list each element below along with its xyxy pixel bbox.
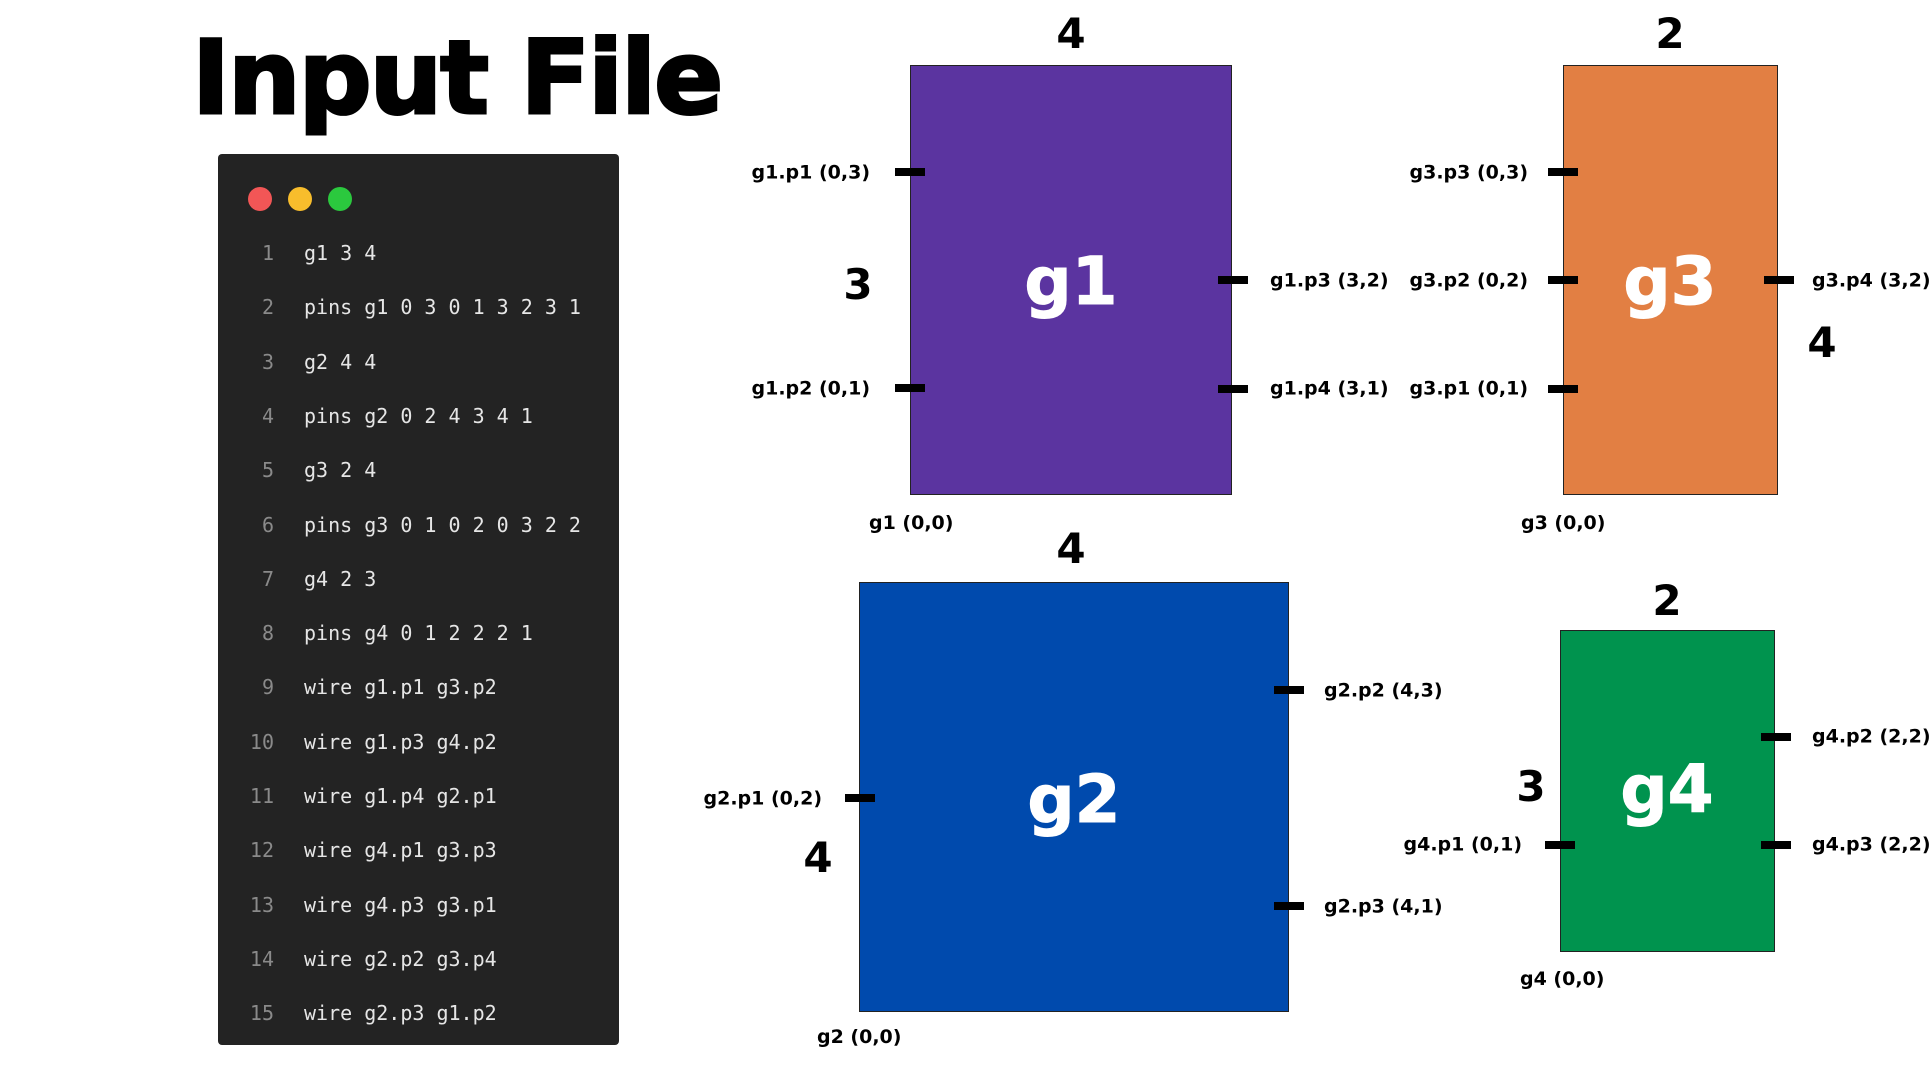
gate-g1 <box>910 65 1232 495</box>
gate-g3-origin-label: g3 (0,0) <box>1521 512 1606 534</box>
minimize-dot-icon[interactable] <box>288 187 312 211</box>
pin-g1-p3-label: g1.p3 (3,2) <box>1270 269 1389 292</box>
pin-g1-p3-tick <box>1218 276 1248 284</box>
line-code-text[interactable]: pins g1 0 3 0 1 3 2 3 1 <box>304 295 581 320</box>
gate-g3-label: g3 <box>1623 243 1717 320</box>
pin-g3-p1-label: g3.p1 (0,1) <box>1409 377 1529 400</box>
gate-g4-width-label: 2 <box>1652 576 1682 625</box>
code-line: 15 wire g2.p3 g1.p2 <box>218 998 619 1028</box>
code-line: 3 g2 4 4 <box>218 347 619 377</box>
pin-g1-p1-tick <box>895 168 925 176</box>
line-number: 12 <box>249 838 274 863</box>
pin-g3-p3-tick <box>1548 168 1578 176</box>
line-code-text[interactable]: pins g3 0 1 0 2 0 3 2 2 <box>304 512 581 537</box>
pin-g3-p1-tick <box>1548 385 1578 393</box>
pin-g1-p4-tick <box>1218 385 1248 393</box>
pin-g3p4-label: g3.p4 (3,2) <box>1812 269 1931 292</box>
line-code-text[interactable]: g1 3 4 <box>304 241 377 265</box>
line-number: 5 <box>261 458 274 483</box>
line-number: 10 <box>249 729 274 754</box>
code-line: 2 pins g1 0 3 0 1 3 2 3 1 <box>218 292 619 322</box>
code-line: 6 pins g3 0 1 0 2 0 3 2 2 <box>218 510 619 540</box>
code-line: 7 g4 2 3 <box>218 564 619 594</box>
line-code-text[interactable]: pins g2 0 2 4 3 4 1 <box>304 403 533 428</box>
gate-g1-height-label: 3 <box>843 260 873 309</box>
pin-g3-p2-label: g3.p2 (0,2) <box>1409 269 1529 292</box>
line-number: 4 <box>261 403 274 428</box>
line-code-text[interactable]: wire g1.p1 g3.p2 <box>304 675 497 700</box>
gate-g4-origin-label: g4 (0,0) <box>1520 968 1605 990</box>
code-line: 10 wire g1.p3 g4.p2 <box>218 727 619 757</box>
line-code-text[interactable]: wire g1.p4 g2.p1 <box>304 784 497 808</box>
line-code-text[interactable]: wire g2.p2 g3.p4 <box>304 946 497 971</box>
code-line: 14 wire g2.p2 g3.p4 <box>218 944 619 974</box>
line-number: 6 <box>261 512 274 537</box>
line-number: 15 <box>249 1001 274 1026</box>
line-number: 9 <box>261 675 274 700</box>
code-line: 11 wire g1.p4 g2.p1 <box>218 781 619 811</box>
window-controls <box>248 187 352 211</box>
pin-g2-p1-label: g2.p1 (0,2) <box>703 787 823 810</box>
line-code-text[interactable]: wire g1.p3 g4.p2 <box>304 729 497 754</box>
line-number: 3 <box>261 349 274 374</box>
code-line: 1 g1 3 4 <box>218 238 619 268</box>
code-line: 13 wire g4.p3 g3.p1 <box>218 890 619 920</box>
gate-g4 <box>1560 630 1775 952</box>
gate-g2-width-label: 4 <box>1056 524 1086 573</box>
maximize-dot-icon[interactable] <box>328 187 352 211</box>
pin-g1-p1-label: g1.p1 (0,3) <box>751 161 871 184</box>
pin-g4-p2-tick <box>1761 733 1791 741</box>
line-number: 13 <box>249 892 274 917</box>
pin-g2-p2-tick <box>1274 686 1304 694</box>
line-number: 11 <box>249 784 274 808</box>
gate-g1-origin-label: g1 (0,0) <box>869 512 954 534</box>
pin-g4-p3-label: g4.p3 (2,2) <box>1812 833 1931 856</box>
line-code-text[interactable]: g4 2 3 <box>304 566 377 591</box>
gate-g1-label: g1 <box>1024 243 1118 320</box>
gate-g4-height-label: 3 <box>1516 762 1546 811</box>
pin-g4-p3-tick <box>1761 841 1791 849</box>
code-line: 5 g3 2 4 <box>218 455 619 485</box>
line-number: 1 <box>261 241 274 265</box>
pin-g4-p1-label: g4.p1 (0,1) <box>1403 833 1523 856</box>
pin-g3-p2-tick <box>1548 276 1578 284</box>
page-title: Input File <box>190 19 724 138</box>
line-code-text[interactable]: wire g4.p1 g3.p3 <box>304 838 497 863</box>
pin-g3-p4-tick <box>1764 276 1794 284</box>
pin-g4-p2-label: g4.p2 (2,2) <box>1812 725 1931 748</box>
code-line: 12 wire g4.p1 g3.p3 <box>218 835 619 865</box>
pin-g3-p3-label: g3.p3 (0,3) <box>1409 161 1529 184</box>
gate-g2-height-label: 4 <box>803 833 833 882</box>
pin-g1-p2-tick <box>895 384 925 392</box>
line-code-text[interactable]: g3 2 4 <box>304 458 377 483</box>
pin-g2-p3-tick <box>1274 902 1304 910</box>
close-dot-icon[interactable] <box>248 187 272 211</box>
gate-g2-origin-label: g2 (0,0) <box>817 1026 902 1048</box>
line-number: 7 <box>261 566 274 591</box>
gate-g1-width-label: 4 <box>1056 9 1086 58</box>
gate-g3-width-label: 2 <box>1655 9 1685 58</box>
pin-g2-p2-label: g2.p2 (4,3) <box>1324 679 1443 702</box>
line-number: 14 <box>249 946 274 971</box>
line-code-text[interactable]: wire g4.p3 g3.p1 <box>304 892 497 917</box>
pin-g1-p2-label: g1.p2 (0,1) <box>751 377 871 400</box>
code-line: 9 wire g1.p1 g3.p2 <box>218 672 619 702</box>
pin-g2-p3-label: g2.p3 (4,1) <box>1324 895 1443 918</box>
code-line: 4 pins g2 0 2 4 3 4 1 <box>218 401 619 431</box>
line-number: 2 <box>261 295 274 320</box>
line-code-text[interactable]: pins g4 0 1 2 2 2 1 <box>304 621 533 646</box>
gate-g3-height-label: 4 <box>1807 318 1837 367</box>
line-number: 8 <box>261 621 274 646</box>
pin-g2-p1-tick <box>845 794 875 802</box>
line-code-text[interactable]: g2 4 4 <box>304 349 377 374</box>
gate-g3 <box>1563 65 1778 495</box>
gate-g2-label: g2 <box>1027 761 1121 838</box>
gate-g4-label: g4 <box>1620 751 1714 828</box>
code-line: 8 pins g4 0 1 2 2 2 1 <box>218 618 619 648</box>
code-editor-window: 1 g1 3 4 2 pins g1 0 3 0 1 3 2 3 1 3 g2 4 4 4 p… <box>218 154 619 1045</box>
line-code-text[interactable]: wire g2.p3 g1.p2 <box>304 1001 497 1026</box>
pin-g1-p4-label: g1.p4 (3,1) <box>1270 377 1389 400</box>
pin-g4-p1-tick <box>1545 841 1575 849</box>
